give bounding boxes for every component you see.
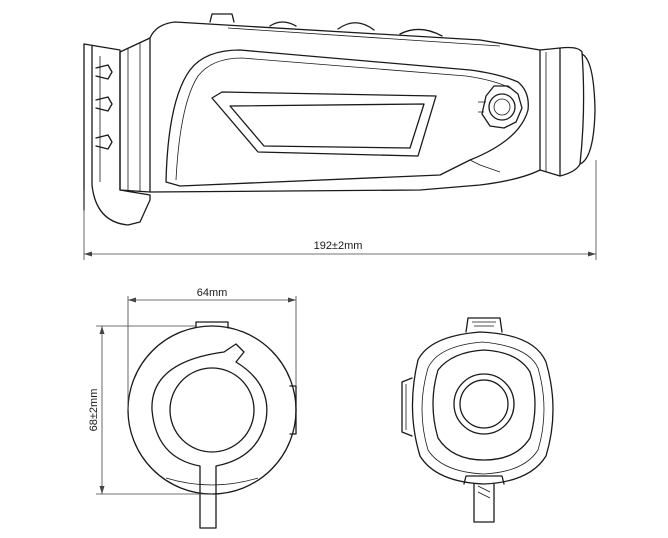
grip-contour: [165, 49, 529, 187]
focus-knob: [478, 85, 523, 129]
cap-ribs: [95, 56, 113, 182]
eyecup: [559, 46, 585, 177]
height-dimension: [96, 325, 212, 495]
width-dimension: [127, 296, 297, 410]
top-button-3: [399, 28, 443, 37]
rear-top-button: [465, 317, 503, 333]
length-label: 192±2mm: [314, 240, 363, 252]
display-recess: [211, 91, 437, 157]
eyepiece-collar: [539, 47, 561, 177]
objective-barrel: [119, 37, 151, 193]
front-cap: [151, 343, 268, 529]
rear-eyepiece-ring: [453, 373, 515, 435]
rear-view: [401, 317, 554, 523]
main-body: [149, 21, 541, 193]
width-label: 64mm: [197, 287, 228, 299]
front-side-tab: [289, 385, 297, 435]
front-body-circle: [127, 325, 297, 495]
lens-cap-outline: [91, 45, 151, 226]
eyecup-rim: [579, 53, 596, 165]
length-dimension: [83, 160, 597, 260]
side-view: 192±2mm: [83, 13, 597, 260]
height-label: 68±2mm: [88, 389, 100, 432]
front-lens-ring: [169, 367, 255, 453]
top-strip: [209, 13, 235, 23]
display-window: [229, 103, 425, 149]
top-button-2: [337, 22, 375, 31]
rear-bottom-mount: [463, 475, 505, 485]
rear-body: [411, 331, 554, 485]
rear-strap: [473, 483, 495, 523]
top-button-1: [269, 21, 297, 27]
front-view: 64mm 68±2mm: [88, 287, 297, 529]
rear-eyecup: [432, 349, 536, 461]
rear-eyepiece-lens: [459, 379, 509, 429]
front-top-tab: [195, 321, 229, 329]
rear-side-knob: [401, 377, 413, 437]
